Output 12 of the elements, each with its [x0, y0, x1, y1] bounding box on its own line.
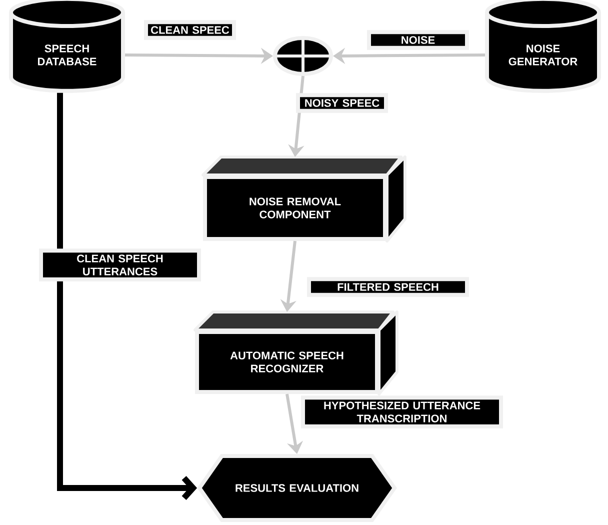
process-block: AUTOMATIC SPEECH RECOGNIZER: [194, 310, 398, 396]
edge-label: FILTERED SPEECH: [307, 277, 469, 297]
edge-label: NOISY SPEEC: [296, 93, 388, 113]
edge-label: CLEAN SPEECH UTTERANCES: [39, 248, 201, 282]
hexagon: RESULTS EVALUATION: [197, 454, 397, 522]
edge-label: NOISE: [367, 30, 469, 50]
arrow: [57, 92, 198, 500]
database-cylinder: SPEECH DATABASE: [9, 0, 125, 93]
process-block: NOISE REMOVAL COMPONENT: [202, 156, 406, 242]
summing-junction: [272, 34, 334, 78]
edge-label: CLEAN SPEEC: [144, 20, 236, 40]
database-cylinder: NOISE GENERATOR: [485, 0, 601, 93]
